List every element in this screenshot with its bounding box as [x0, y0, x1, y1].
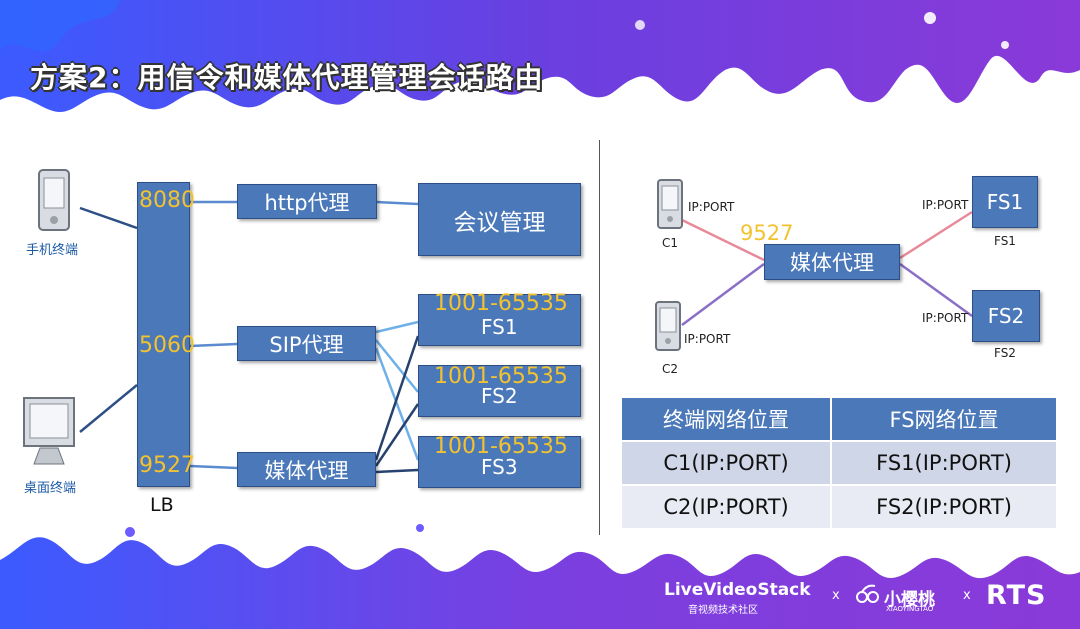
meeting-management-box: 会议管理 [418, 183, 581, 256]
left-connectors [79, 200, 420, 474]
table-cell: C1(IP:PORT) [619, 440, 833, 486]
network-location-table: 终端网络位置 FS网络位置 C1(IP:PORT) FS1(IP:PORT) C… [619, 396, 1058, 530]
livevideostack-subtitle: 音视频技术社区 [688, 605, 758, 616]
separator-x-2: x [963, 588, 971, 603]
rts-logo: RTS [986, 580, 1047, 611]
lb-label: LB [150, 494, 174, 516]
fs2-box-right: FS2 [972, 290, 1040, 342]
mobile-terminal-label: 手机终端 [26, 243, 79, 258]
port-9527: 9527 [139, 453, 195, 478]
bottom-wave-decoration [0, 524, 1080, 629]
table-cell: FS1(IP:PORT) [830, 440, 1058, 486]
sip-proxy-label: SIP代理 [269, 332, 344, 357]
port-8080: 8080 [139, 188, 195, 213]
table-row: C2(IP:PORT) FS2(IP:PORT) [619, 484, 1058, 530]
xiaoyingtao-logo: 小樱桃 [884, 590, 935, 610]
desktop-terminal-label: 桌面终端 [24, 481, 77, 496]
table-header-fs: FS网络位置 [830, 396, 1058, 442]
c1-phone-icon [657, 179, 683, 229]
http-proxy-box: http代理 [237, 184, 377, 219]
table-header-terminal: 终端网络位置 [619, 396, 833, 442]
c2-ip-label: IP:PORT [684, 332, 731, 346]
livevideostack-logo: LiveVideoStack [664, 580, 811, 600]
separator-x-1: x [832, 588, 840, 603]
meeting-management-label: 会议管理 [453, 209, 546, 236]
fs1-box-left: FS1 [418, 294, 581, 346]
c2-label: C2 [662, 362, 679, 376]
fs1-name-left: FS1 [481, 315, 518, 339]
xiaoyingtao-subtitle: XIAOYINGTAO [886, 605, 934, 613]
table-cell: FS2(IP:PORT) [830, 484, 1058, 530]
http-proxy-label: http代理 [264, 190, 350, 215]
fs3-port-range: 1001-65535 [434, 434, 568, 459]
c2-phone-icon [655, 301, 681, 351]
fs1-caption: FS1 [994, 234, 1016, 248]
cherry-icon [856, 584, 879, 603]
slide-title: 方案2：用信令和媒体代理管理会话路由 [30, 61, 544, 94]
media-proxy-box-right: 媒体代理 [764, 244, 900, 280]
c1-label: C1 [662, 236, 679, 250]
fs1-ip-label: IP:PORT [922, 198, 969, 212]
right-connectors [681, 210, 973, 327]
sip-proxy-box: SIP代理 [237, 326, 376, 361]
table-cell: C2(IP:PORT) [619, 484, 833, 530]
fs2-box-label: FS2 [987, 304, 1025, 328]
fs2-box-left: FS2 [418, 365, 581, 417]
fs3-name-left: FS3 [481, 455, 518, 479]
table-row: C1(IP:PORT) FS1(IP:PORT) [619, 440, 1058, 486]
fs2-caption: FS2 [994, 346, 1016, 360]
fs3-box-left: FS3 [418, 436, 581, 488]
c1-ip-label: IP:PORT [688, 200, 735, 214]
mobile-phone-icon [38, 169, 70, 231]
fs1-box-right: FS1 [972, 176, 1038, 228]
media-proxy-label: 媒体代理 [264, 458, 349, 483]
port-5060: 5060 [139, 333, 195, 358]
fs2-name-left: FS2 [481, 384, 518, 408]
top-wave-decoration [0, 0, 1080, 113]
fs1-port-range: 1001-65535 [434, 291, 568, 316]
media-proxy-port: 9527 [740, 221, 794, 245]
load-balancer-bar [137, 182, 190, 487]
vertical-divider [599, 140, 600, 535]
fs1-box-label: FS1 [986, 190, 1024, 214]
media-proxy-label-right: 媒体代理 [790, 251, 874, 275]
monitor-icon [23, 397, 75, 465]
fs2-ip-label: IP:PORT [922, 311, 969, 325]
table-header-row: 终端网络位置 FS网络位置 [619, 396, 1058, 442]
fs2-port-range: 1001-65535 [434, 364, 568, 389]
media-proxy-box: 媒体代理 [237, 452, 376, 487]
